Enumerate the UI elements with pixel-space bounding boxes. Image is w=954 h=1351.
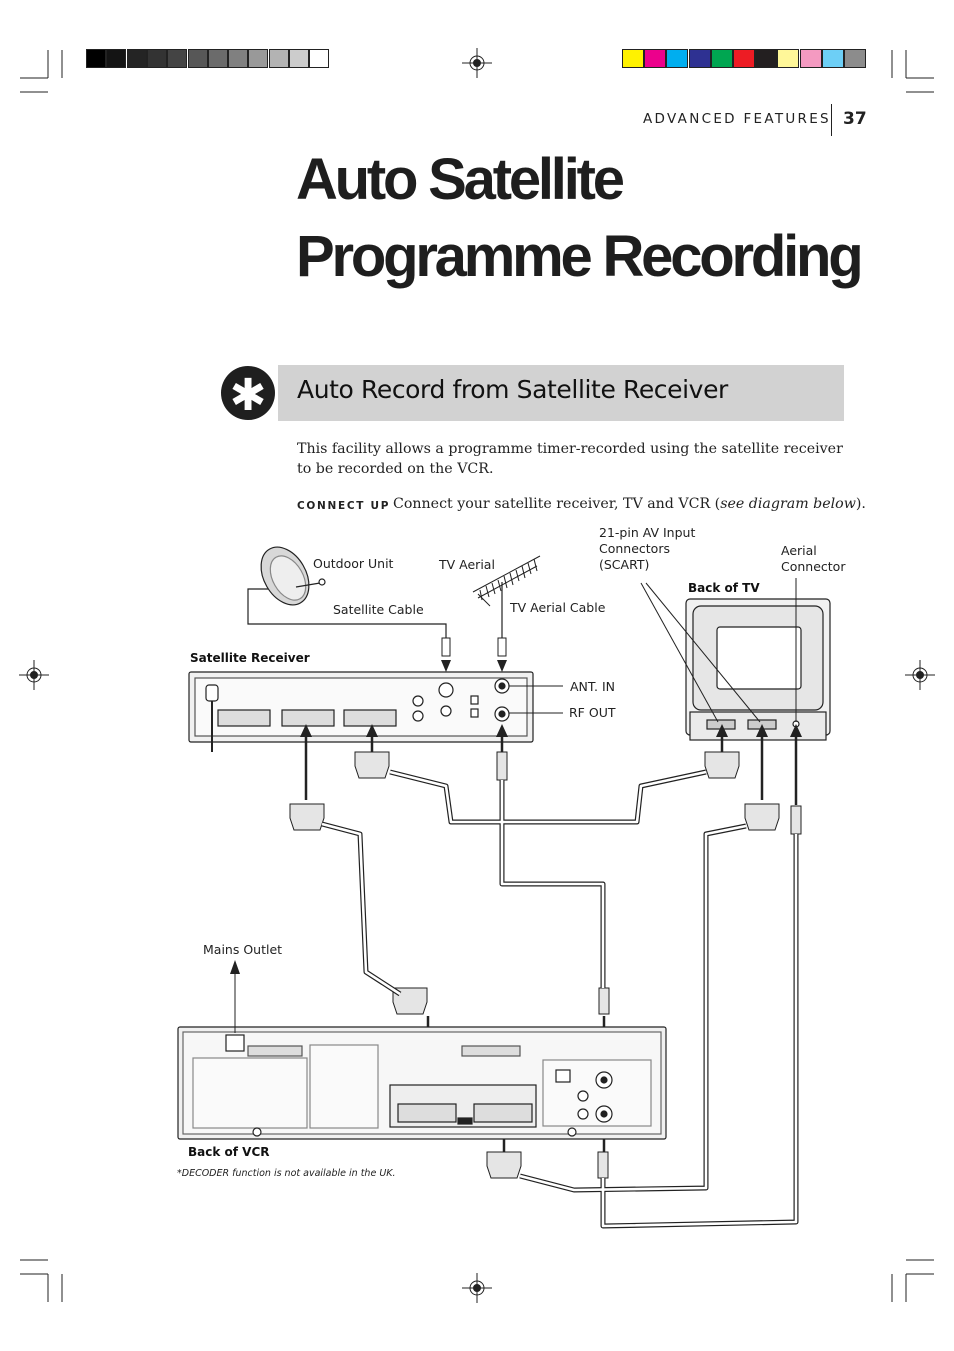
color-swatch	[666, 49, 689, 68]
color-swatch	[688, 49, 711, 68]
label-satellite-receiver: Satellite Receiver	[190, 651, 310, 665]
color-swatch	[821, 49, 844, 68]
label-rf-out: RF OUT	[569, 705, 616, 720]
color-swatch	[844, 49, 866, 68]
label-ant-in: ANT. IN	[570, 679, 615, 694]
label-aerial-connector-line1: Aerial	[781, 543, 817, 558]
label-av-input-line1: 21-pin AV Input	[599, 525, 695, 540]
color-swatch	[733, 49, 755, 68]
television-icon	[685, 598, 831, 741]
color-swatch	[777, 49, 800, 68]
satellite-receiver-icon	[188, 671, 534, 752]
connect-up-label: CONNECT UP	[297, 500, 391, 512]
gray-swatch	[309, 49, 330, 68]
label-av-input-line3: (SCART)	[599, 557, 649, 572]
header-divider	[831, 104, 832, 136]
gray-swatch	[146, 49, 167, 68]
label-tv-aerial: TV Aerial	[438, 557, 495, 572]
scart-plug-icon	[289, 751, 802, 1179]
gray-swatch	[106, 49, 127, 68]
gray-swatch	[228, 49, 249, 68]
gray-swatch	[207, 49, 228, 68]
page-title-line2: Programme Recording	[296, 224, 864, 289]
section-heading-bar	[278, 365, 844, 421]
label-back-of-tv: Back of TV	[688, 581, 760, 595]
label-aerial-connector-line2: Connector	[781, 559, 846, 574]
registration-target-icon	[19, 48, 935, 1303]
color-swatch	[622, 49, 644, 68]
decoder-footnote: *DECODER function is not available in th…	[177, 1168, 396, 1179]
gray-swatch	[289, 49, 309, 68]
label-tv-aerial-cable: TV Aerial Cable	[509, 600, 606, 615]
page-title-line1: Auto Satellite	[296, 147, 625, 212]
color-swatch	[799, 49, 822, 68]
gray-swatch	[187, 49, 208, 68]
tv-aerial-icon	[472, 555, 541, 640]
gray-swatch	[126, 49, 147, 68]
intro-paragraph: This facility allows a programme timer-r…	[297, 441, 843, 477]
connect-up-text: Connect your satellite receiver, TV and …	[393, 496, 866, 512]
label-back-of-vcr: Back of VCR	[188, 1145, 270, 1159]
label-av-input-line2: Connectors	[599, 541, 670, 556]
running-header-section: ADVANCED FEATURES	[643, 111, 831, 127]
color-swatch	[755, 49, 778, 68]
gray-swatch	[268, 49, 289, 68]
color-swatch	[644, 49, 667, 68]
page-number: 37	[843, 109, 867, 129]
gray-swatch	[86, 49, 106, 68]
label-mains-outlet: Mains Outlet	[203, 942, 282, 957]
gray-swatch	[167, 49, 188, 68]
asterisk-icon: ✱	[221, 366, 275, 421]
satellite-dish-icon	[260, 546, 326, 606]
gray-swatch	[248, 49, 269, 68]
color-swatch	[710, 49, 733, 68]
label-outdoor-unit: Outdoor Unit	[313, 556, 394, 571]
vcr-icon	[177, 1026, 667, 1140]
label-satellite-cable: Satellite Cable	[333, 602, 424, 617]
section-title: Auto Record from Satellite Receiver	[297, 375, 728, 404]
